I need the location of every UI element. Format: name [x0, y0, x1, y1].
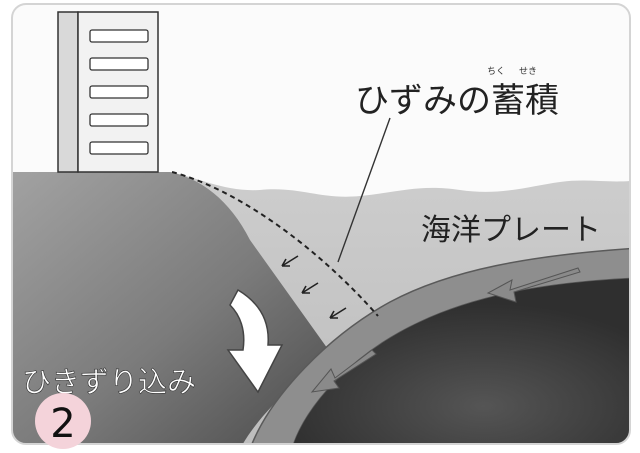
strain-leader-line: [337, 117, 391, 263]
strain-ruby-left: ちく: [487, 66, 505, 77]
panel-border: [11, 3, 631, 445]
step-badge: 2: [35, 393, 91, 449]
strain-ruby-right: せき: [519, 66, 537, 77]
plate-motion-arrow-right: [486, 267, 581, 303]
building-icon: [57, 11, 159, 173]
dragging-label: ひきずり込み: [22, 365, 196, 399]
mantle: [292, 278, 630, 444]
oceanic-plate-label: 海洋プレート: [421, 213, 601, 248]
strain-arrows: [281, 255, 347, 319]
strain-label: ひずみの蓄積: [355, 81, 559, 121]
step-number: 2: [50, 401, 75, 447]
dragging-arrow-icon: [226, 288, 284, 394]
continental-plate: [12, 172, 330, 444]
dashed-boundary-line: [171, 171, 379, 317]
plate-motion-arrow-left: [310, 349, 377, 393]
